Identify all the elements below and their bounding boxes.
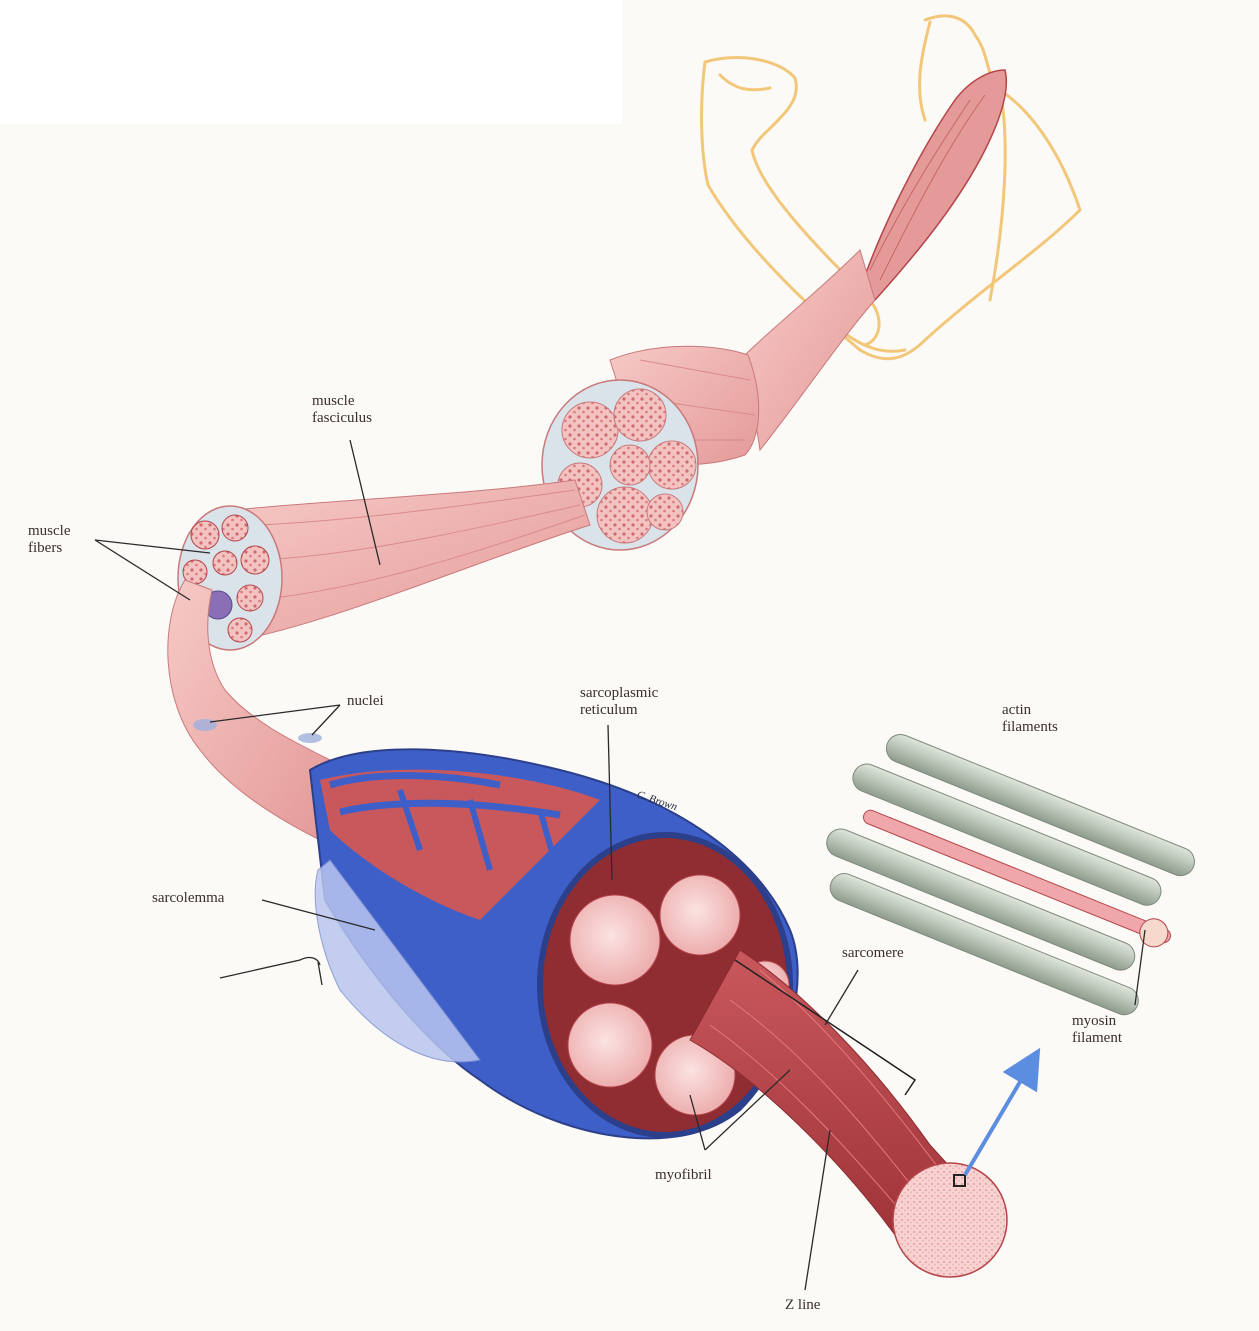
myofibril-extension — [690, 950, 1030, 1277]
filament-bundle — [807, 723, 1203, 1021]
label-myofibril: myofibril — [655, 1167, 712, 1184]
label-muscle-fasciculus: muscle fasciculus — [312, 393, 372, 427]
label-nuclei: nuclei — [347, 693, 384, 710]
fasciculus-bundle — [178, 480, 590, 650]
label-z-line: Z line — [785, 1297, 820, 1314]
label-myosin-filament: myosin filament — [1072, 1013, 1122, 1047]
biceps-muscle — [860, 70, 1006, 300]
label-actin-filaments: actin filaments — [1002, 702, 1058, 736]
label-sarcolemma: sarcolemma — [152, 890, 224, 907]
label-sarcomere: sarcomere — [842, 945, 904, 962]
arm-outline — [702, 16, 1080, 359]
label-sarcoplasmic-reticulum: sarcoplasmic reticulum — [580, 685, 658, 719]
large-muscle-fiber — [310, 749, 798, 1138]
label-muscle-fibers: muscle fibers — [28, 523, 71, 557]
